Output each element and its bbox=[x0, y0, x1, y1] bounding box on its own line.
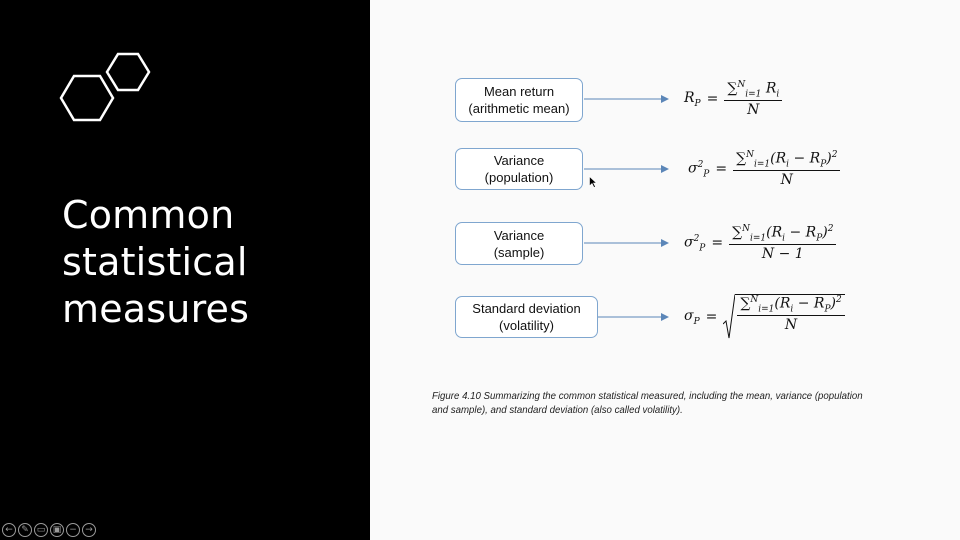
formula-lhs: σ2P bbox=[684, 233, 706, 253]
box-label: Variance bbox=[493, 153, 545, 168]
box-label: Standard deviation bbox=[472, 301, 581, 316]
next-slide-button[interactable]: → bbox=[82, 523, 96, 537]
captions-button[interactable]: ▭ bbox=[34, 523, 48, 537]
formula-fraction: ∑Ni=1(Ri − RP)2 N bbox=[733, 150, 841, 189]
slide-title: Common statistical measures bbox=[62, 192, 249, 333]
formula-numerator: ∑Ni=1(Ri − RP)2 bbox=[733, 150, 841, 172]
title-panel: Common statistical measures bbox=[0, 0, 370, 540]
formula-standard-deviation: σP = ∑Ni=1(Ri − RP)2 N bbox=[684, 294, 845, 340]
box-label: (volatility) bbox=[499, 318, 554, 333]
formula-lhs: σ2P bbox=[688, 159, 710, 179]
slideshow-controls: ← ✎ ▭ ▣ − → bbox=[2, 523, 96, 537]
radical-sign-icon bbox=[723, 294, 736, 339]
box-standard-deviation: Standard deviation (volatility) bbox=[455, 296, 598, 338]
equals-sign: = bbox=[706, 91, 719, 108]
box-label: (sample) bbox=[493, 244, 545, 260]
square-root: ∑Ni=1(Ri − RP)2 N bbox=[723, 294, 845, 340]
formula-denominator: N bbox=[780, 172, 793, 189]
figure-caption: Figure 4.10 Summarizing the common stati… bbox=[432, 390, 863, 416]
mouse-cursor-icon bbox=[589, 176, 597, 188]
formula-lhs: σP bbox=[684, 307, 700, 327]
formula-lhs: RP bbox=[684, 89, 701, 109]
formula-variance-sample: σ2P = ∑Ni=1(Ri − RP)2 N − 1 bbox=[684, 224, 837, 263]
equals-sign: = bbox=[705, 309, 718, 325]
hexagon-logo-icon bbox=[59, 52, 151, 122]
slide-title-line: Common bbox=[62, 193, 235, 237]
formula-fraction: ∑Ni=1(Ri − RP)2 N − 1 bbox=[729, 224, 837, 263]
slide-title-line: statistical bbox=[62, 240, 248, 284]
box-label: (arithmetic mean) bbox=[468, 101, 570, 116]
equals-sign: = bbox=[711, 235, 724, 252]
box-label: Variance bbox=[493, 227, 545, 243]
equals-sign: = bbox=[715, 161, 728, 178]
formula-denominator: N − 1 bbox=[761, 246, 804, 263]
formula-denominator: N bbox=[784, 317, 798, 334]
slide-title-line: measures bbox=[62, 287, 250, 331]
formula-numerator: ∑Ni=1(Ri − RP)2 bbox=[737, 295, 845, 317]
formula-fraction: ∑Ni=1(Ri − RP)2 N bbox=[737, 295, 845, 340]
box-mean-return: Mean return (arithmetic mean) bbox=[455, 78, 583, 122]
formula-numerator: ∑Ni=1 Ri bbox=[724, 80, 783, 102]
formula-denominator: N bbox=[747, 102, 760, 119]
radicand: ∑Ni=1(Ri − RP)2 N bbox=[735, 294, 845, 340]
box-label: Mean return bbox=[483, 84, 555, 99]
box-variance-sample: Variance (sample) bbox=[455, 222, 583, 265]
formula-fraction: ∑Ni=1 Ri N bbox=[724, 80, 783, 119]
previous-slide-button[interactable]: ← bbox=[2, 523, 16, 537]
formula-variance-population: σ2P = ∑Ni=1(Ri − RP)2 N bbox=[688, 150, 841, 189]
video-button[interactable]: ▣ bbox=[50, 523, 64, 537]
box-variance-population: Variance (population) bbox=[455, 148, 583, 190]
box-label: (population) bbox=[484, 170, 554, 185]
formula-numerator: ∑Ni=1(Ri − RP)2 bbox=[729, 224, 837, 246]
zoom-button[interactable]: − bbox=[66, 523, 80, 537]
pen-tool-button[interactable]: ✎ bbox=[18, 523, 32, 537]
formula-mean-return: RP = ∑Ni=1 Ri N bbox=[684, 80, 783, 119]
